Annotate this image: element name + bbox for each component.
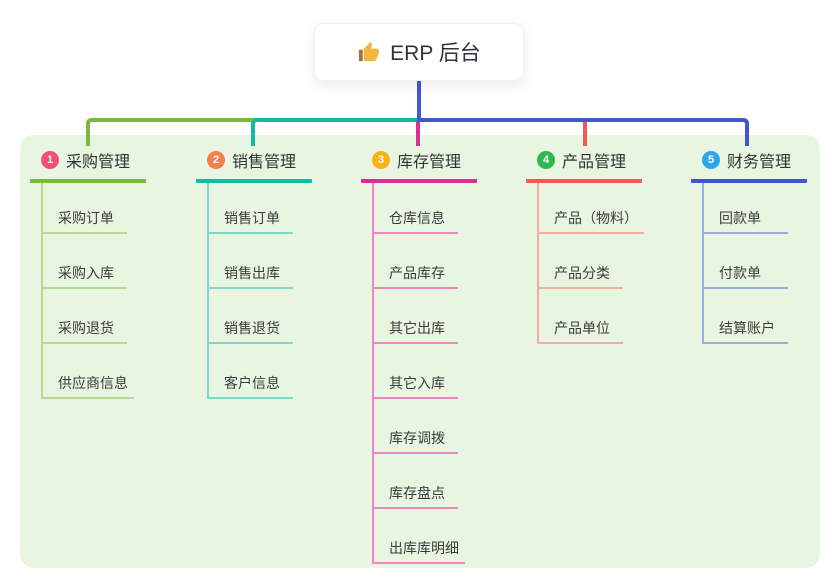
child-node[interactable]: 库存盘点 [374, 454, 458, 509]
child-label: 销售退货 [224, 320, 280, 336]
child-node[interactable]: 销售退货 [209, 289, 293, 344]
child-node[interactable]: 其它出库 [374, 289, 458, 344]
branch-children: 销售订单 销售出库 销售退货 客户信息 [207, 183, 312, 399]
branch-product: 4 产品管理 产品（物料） 产品分类 产品单位 [526, 148, 644, 344]
branch-index-badge: 3 [372, 151, 390, 169]
branch-node-finance[interactable]: 5 财务管理 [691, 148, 807, 183]
child-label: 采购订单 [58, 210, 114, 226]
child-label: 其它入库 [389, 375, 445, 391]
child-label: 供应商信息 [58, 375, 128, 391]
branch-index-badge: 1 [41, 151, 59, 169]
child-label: 采购退货 [58, 320, 114, 336]
child-label: 付款单 [719, 265, 761, 281]
branch-children: 采购订单 采购入库 采购退货 供应商信息 [41, 183, 146, 399]
child-node[interactable]: 付款单 [704, 234, 788, 289]
branch-purchase: 1 采购管理 采购订单 采购入库 采购退货 供应商信息 [30, 148, 146, 399]
child-label: 其它出库 [389, 320, 445, 336]
child-node[interactable]: 产品分类 [539, 234, 623, 289]
branch-finance: 5 财务管理 回款单 付款单 结算账户 [691, 148, 807, 344]
branch-index-badge: 2 [207, 151, 225, 169]
branch-node-product[interactable]: 4 产品管理 [526, 148, 642, 183]
branch-title: 销售管理 [232, 154, 297, 171]
child-node[interactable]: 客户信息 [209, 344, 293, 399]
child-label: 回款单 [719, 210, 761, 226]
branch-index-badge: 4 [537, 151, 555, 169]
branch-node-purchase[interactable]: 1 采购管理 [30, 148, 146, 183]
branch-sales: 2 销售管理 销售订单 销售出库 销售退货 客户信息 [196, 148, 312, 399]
branch-node-inventory[interactable]: 3 库存管理 [361, 148, 477, 183]
child-label: 出库库明细 [389, 540, 459, 556]
child-node[interactable]: 产品单位 [539, 289, 623, 344]
child-label: 销售出库 [224, 265, 280, 281]
root-title: ERP 后台 [390, 42, 481, 65]
child-label: 产品分类 [554, 265, 610, 281]
branches-panel [20, 135, 820, 568]
thumbs-up-icon [359, 41, 380, 61]
child-label: 产品（物料） [554, 210, 638, 226]
branch-title: 库存管理 [397, 154, 462, 171]
child-node[interactable]: 供应商信息 [43, 344, 134, 399]
child-node[interactable]: 回款单 [704, 183, 788, 234]
child-label: 采购入库 [58, 265, 114, 281]
child-label: 产品单位 [554, 320, 610, 336]
child-label: 产品库存 [389, 265, 445, 281]
root-node[interactable]: ERP 后台 [314, 23, 524, 81]
branch-node-sales[interactable]: 2 销售管理 [196, 148, 312, 183]
child-node[interactable]: 出库库明细 [374, 509, 465, 564]
child-label: 销售订单 [224, 210, 280, 226]
child-label: 客户信息 [224, 375, 280, 391]
branch-title: 采购管理 [66, 154, 131, 171]
child-label: 仓库信息 [389, 210, 445, 226]
child-node[interactable]: 产品（物料） [539, 183, 644, 234]
child-node[interactable]: 采购入库 [43, 234, 127, 289]
child-node[interactable]: 销售出库 [209, 234, 293, 289]
child-node[interactable]: 销售订单 [209, 183, 293, 234]
branch-children: 产品（物料） 产品分类 产品单位 [537, 183, 644, 344]
child-label: 库存盘点 [389, 485, 445, 501]
child-label: 库存调拨 [389, 430, 445, 446]
branch-children: 回款单 付款单 结算账户 [702, 183, 807, 344]
child-node[interactable]: 产品库存 [374, 234, 458, 289]
child-node[interactable]: 仓库信息 [374, 183, 458, 234]
child-label: 结算账户 [719, 320, 775, 336]
child-node[interactable]: 库存调拨 [374, 399, 458, 454]
branch-inventory: 3 库存管理 仓库信息 产品库存 其它出库 其它入库 库存调拨 库存盘点 出库库… [361, 148, 477, 564]
child-node[interactable]: 其它入库 [374, 344, 458, 399]
child-node[interactable]: 采购退货 [43, 289, 127, 344]
branch-index-badge: 5 [702, 151, 720, 169]
branch-title: 财务管理 [727, 154, 792, 171]
branch-children: 仓库信息 产品库存 其它出库 其它入库 库存调拨 库存盘点 出库库明细 [372, 183, 477, 564]
child-node[interactable]: 结算账户 [704, 289, 788, 344]
branch-title: 产品管理 [562, 154, 627, 171]
child-node[interactable]: 采购订单 [43, 183, 127, 234]
